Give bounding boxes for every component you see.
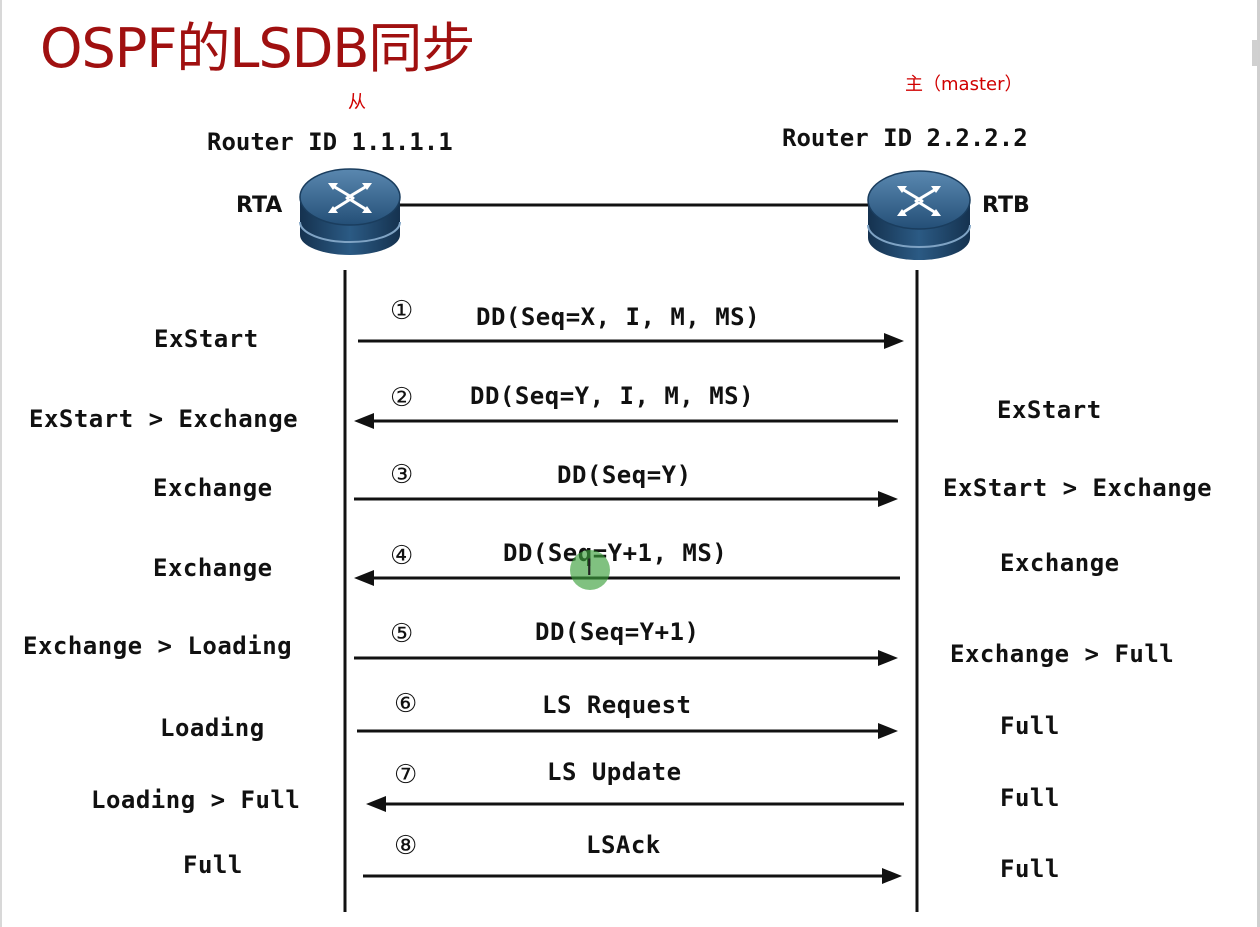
message-label: DD(Seq=Y) bbox=[557, 461, 692, 489]
slide-left-border bbox=[0, 0, 2, 927]
arrow-step-3 bbox=[354, 491, 898, 507]
rta-state: Exchange bbox=[153, 474, 273, 502]
step-number: ④ bbox=[390, 541, 414, 571]
message-label: LS Update bbox=[547, 758, 682, 786]
rtb-state: Exchange > Full bbox=[950, 640, 1175, 668]
arrow-step-6 bbox=[357, 723, 898, 739]
rta-state: Full bbox=[183, 851, 243, 879]
rta-state: Exchange > Loading bbox=[23, 632, 293, 660]
rta-router-id: Router ID 1.1.1.1 bbox=[207, 128, 453, 156]
message-label: DD(Seq=Y+1, MS) bbox=[503, 539, 728, 567]
rtb-state: Full bbox=[1000, 712, 1060, 740]
arrow-step-7 bbox=[366, 796, 904, 812]
step-number: ⑥ bbox=[394, 689, 418, 719]
rtb-state: Full bbox=[1000, 784, 1060, 812]
rta-label: RTA bbox=[236, 193, 283, 218]
rta-state: Exchange bbox=[153, 554, 273, 582]
slave-annotation: 从 bbox=[348, 92, 366, 113]
message-label: LS Request bbox=[542, 691, 692, 719]
rtb-router-id: Router ID 2.2.2.2 bbox=[782, 124, 1028, 152]
step-number: ⑤ bbox=[390, 619, 414, 649]
rta-state: Loading > Full bbox=[91, 786, 301, 814]
step-number: ⑧ bbox=[394, 831, 418, 861]
text-cursor-icon: I bbox=[586, 556, 593, 581]
rta-state: ExStart bbox=[154, 325, 259, 353]
message-label: DD(Seq=X, I, M, MS) bbox=[476, 303, 761, 331]
step-number: ② bbox=[390, 383, 414, 413]
rta-state: ExStart > Exchange bbox=[29, 405, 299, 433]
step-number: ③ bbox=[390, 460, 414, 490]
message-label: DD(Seq=Y+1) bbox=[535, 618, 700, 646]
arrow-step-5 bbox=[354, 650, 898, 666]
arrow-step-2 bbox=[354, 413, 898, 429]
rtb-state: ExStart > Exchange bbox=[943, 474, 1213, 502]
message-label: DD(Seq=Y, I, M, MS) bbox=[470, 382, 755, 410]
slide-right-border bbox=[1257, 0, 1260, 927]
cursor-highlight bbox=[570, 550, 610, 590]
slide-title: OSPF的LSDB同步 bbox=[40, 17, 475, 80]
arrow-step-4 bbox=[354, 570, 900, 586]
rtb-router-icon bbox=[867, 170, 971, 260]
master-annotation: 主（master） bbox=[905, 74, 1023, 95]
arrow-step-8 bbox=[363, 868, 902, 884]
scrollbar-thumb[interactable] bbox=[1252, 40, 1258, 66]
rta-router-icon bbox=[299, 168, 401, 255]
rtb-state: Full bbox=[1000, 855, 1060, 883]
step-number: ⑦ bbox=[394, 760, 418, 790]
rtb-label: RTB bbox=[982, 193, 1030, 218]
rta-state: Loading bbox=[160, 714, 265, 742]
rtb-state: ExStart bbox=[997, 396, 1102, 424]
message-label: LSAck bbox=[586, 831, 661, 859]
rtb-state: Exchange bbox=[1000, 549, 1120, 577]
arrow-step-1 bbox=[358, 333, 904, 349]
step-number: ① bbox=[390, 296, 414, 326]
